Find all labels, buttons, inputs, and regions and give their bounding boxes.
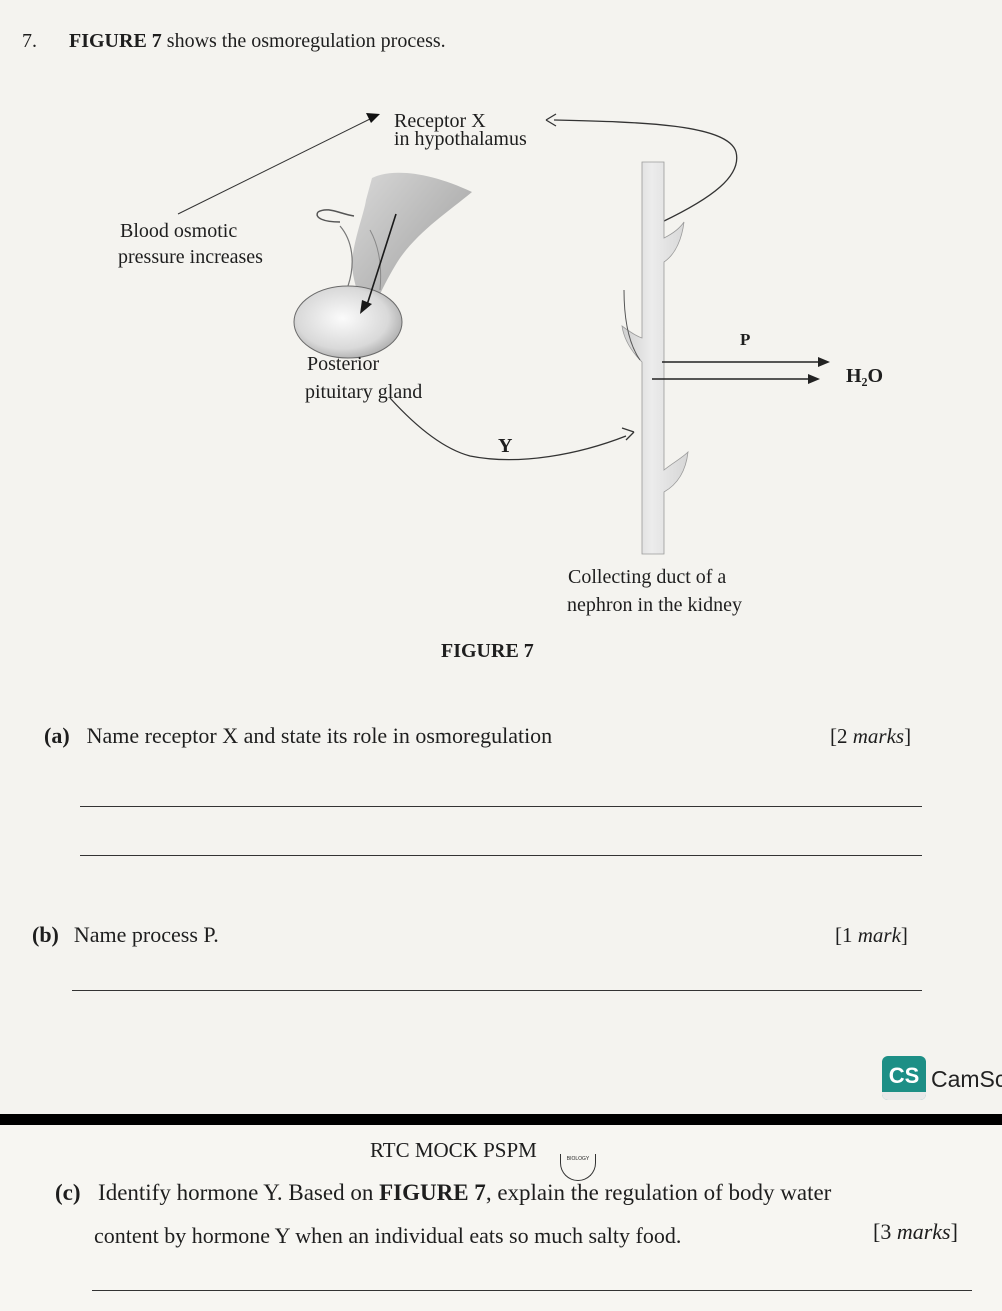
part-c-question: (c) Identify hormone Y. Based on FIGURE … — [55, 1180, 831, 1206]
part-b-label: (b) — [32, 922, 59, 947]
label-pituitary-line1: Posterior — [307, 353, 380, 375]
part-a-text: Name receptor X and state its role in os… — [86, 723, 553, 748]
infundibulum-tube — [316, 209, 355, 223]
part-c-label: (c) — [55, 1180, 81, 1205]
answer-line-a2[interactable] — [80, 855, 922, 856]
footer-header-text: RTC MOCK PSPM — [370, 1138, 537, 1162]
part-c-text-a: Identify hormone Y. Based on — [98, 1180, 374, 1205]
camscanner-text: CamSc — [931, 1066, 1002, 1092]
label-water: H₂O — [846, 365, 883, 387]
label-duct-line1: Collecting duct of a — [568, 566, 726, 588]
camscanner-logo-icon: CS — [882, 1056, 926, 1100]
figure-caption: FIGURE 7 — [441, 640, 534, 662]
label-hormone-y: Y — [498, 435, 513, 457]
part-c-marks: [3 marks] — [873, 1219, 958, 1244]
osmoregulation-diagram: Receptor X in hypothalamus Blood osmotic… — [118, 110, 883, 662]
label-receptor-line2: in hypothalamus — [394, 128, 527, 150]
part-c-line2: content by hormone Y when an individual … — [94, 1223, 682, 1248]
part-c-text-b: , explain the regulation of body water — [485, 1180, 832, 1205]
label-receptor-line1: Receptor X — [394, 110, 486, 132]
hypothalamus-shape — [352, 172, 472, 320]
part-b-marks: [1 mark] — [835, 923, 908, 947]
question-number: 7. — [22, 30, 37, 52]
part-b-text: Name process P. — [73, 922, 219, 947]
label-pituitary-line2: pituitary gland — [305, 381, 422, 403]
part-a-question: (a) Name receptor X and state its role i… — [44, 723, 552, 749]
page-separator — [0, 1114, 1002, 1125]
question-intro: shows the osmoregulation process. — [166, 30, 446, 52]
collecting-duct-shape — [621, 161, 689, 555]
part-b-question: (b) Name process P. — [32, 922, 219, 948]
label-duct-line2: nephron in the kidney — [567, 594, 742, 616]
next-page — [0, 1125, 1002, 1311]
label-blood-line2: pressure increases — [118, 246, 263, 268]
part-a-label: (a) — [44, 723, 70, 748]
pituitary-gland-shape — [293, 285, 403, 359]
label-process-p: P — [740, 330, 750, 349]
question-heading: 7. FIGURE 7 shows the osmoregulation pro… — [22, 30, 446, 53]
part-c-figure-ref: FIGURE 7 — [379, 1180, 486, 1205]
part-a-marks: [2 marks] — [830, 724, 912, 748]
label-blood-line1: Blood osmotic — [120, 220, 237, 242]
figure-ref: FIGURE 7 — [69, 30, 162, 52]
answer-line-c1[interactable] — [92, 1290, 972, 1291]
answer-line-a1[interactable] — [80, 806, 922, 807]
answer-line-b1[interactable] — [72, 990, 922, 991]
